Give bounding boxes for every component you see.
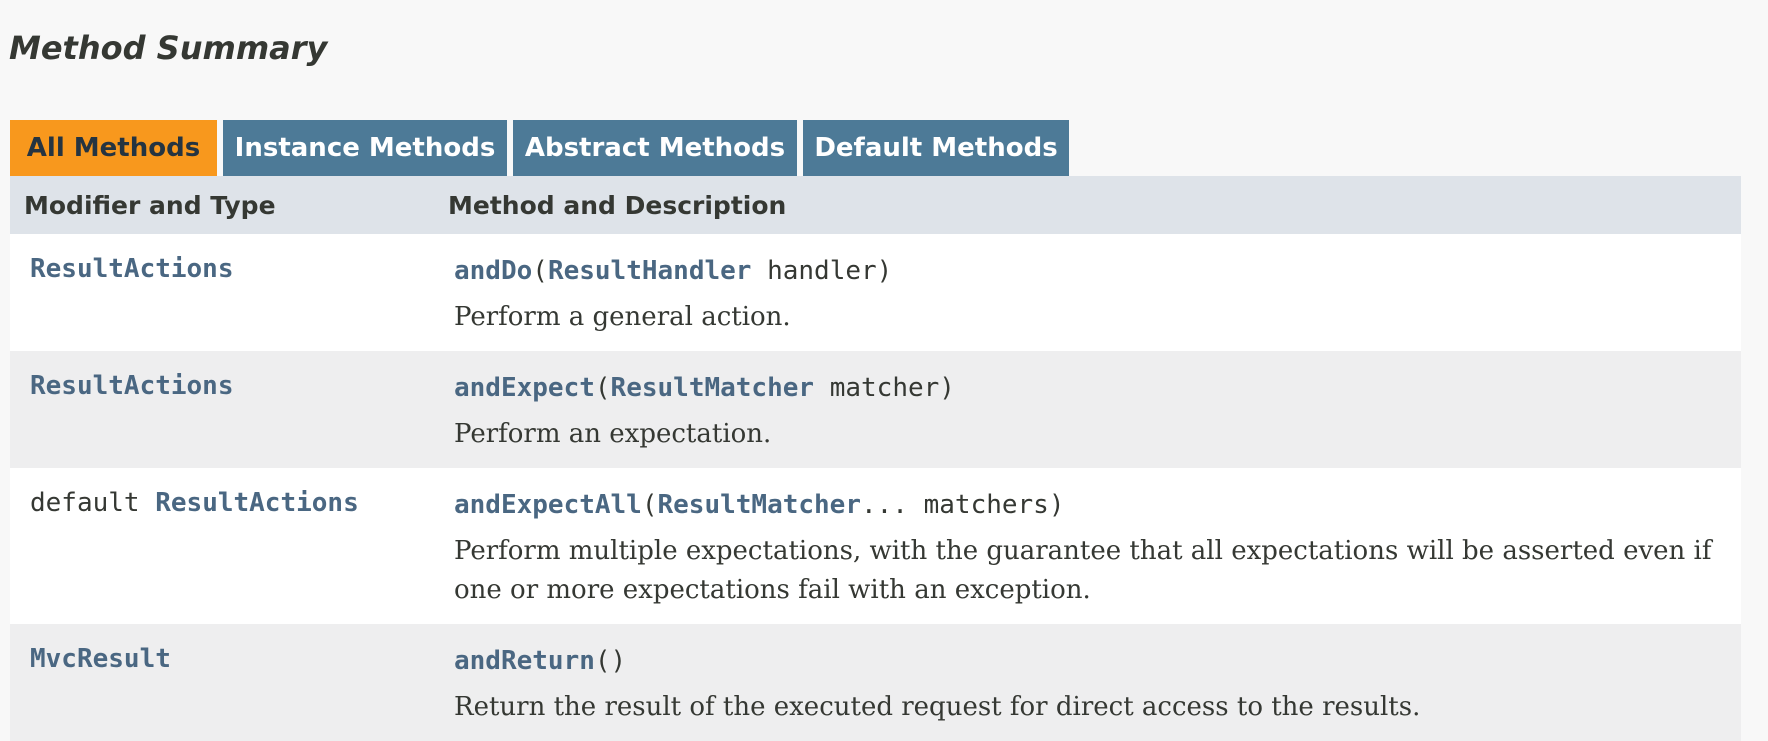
table-row: ResultActions andExpect(ResultMatcher ma… [10, 351, 1741, 468]
method-summary-title: Method Summary [9, 29, 328, 67]
param-rest: ... matchers) [861, 490, 1065, 520]
method-signature: andExpectAll(ResultMatcher... matchers) [454, 488, 1721, 522]
modifier-type-header: Modifier and Type [10, 176, 448, 234]
table-row: default ResultActions andExpectAll(Resul… [10, 468, 1741, 624]
return-type-link[interactable]: ResultActions [155, 488, 359, 518]
method-summary-table: Modifier and Type Method and Description… [10, 176, 1741, 741]
method-description-cell: andExpect(ResultMatcher matcher) Perform… [448, 351, 1741, 468]
method-signature: andDo(ResultHandler handler) [454, 254, 1721, 288]
open-paren: ( [641, 490, 658, 520]
modifier-prefix: default [30, 488, 156, 518]
tab-abstract-methods[interactable]: Abstract Methods [513, 120, 797, 176]
method-name-link[interactable]: andDo [454, 256, 533, 286]
return-type-link[interactable]: ResultActions [30, 254, 234, 284]
open-paren: ( [532, 256, 548, 286]
method-name-link[interactable]: andReturn [454, 646, 595, 676]
tab-instance-methods[interactable]: Instance Methods [223, 120, 507, 176]
method-description-cell: andReturn() Return the result of the exe… [448, 624, 1741, 741]
modifier-type-cell: ResultActions [10, 234, 448, 351]
modifier-type-cell: default ResultActions [10, 468, 448, 624]
method-signature: andReturn() [454, 644, 1721, 678]
param-rest: matcher) [814, 373, 955, 403]
modifier-type-cell: ResultActions [10, 351, 448, 468]
param-rest: handler) [751, 256, 893, 286]
method-description: Perform an expectation. [454, 419, 772, 449]
method-signature: andExpect(ResultMatcher matcher) [454, 371, 1721, 405]
method-description-cell: andExpectAll(ResultMatcher... matchers) … [448, 468, 1741, 624]
return-type-link[interactable]: ResultActions [30, 371, 234, 401]
table-header-row: Modifier and Type Method and Description [10, 176, 1741, 234]
method-description-header: Method and Description [448, 176, 1741, 234]
table-row: ResultActions andDo(ResultHandler handle… [10, 234, 1741, 351]
empty-parens: () [594, 646, 627, 676]
method-description: Return the result of the executed reques… [454, 692, 1421, 722]
param-type-link[interactable]: ResultMatcher [657, 490, 862, 520]
method-filter-tabs: All Methods Instance Methods Abstract Me… [10, 120, 1075, 176]
open-paren: ( [594, 373, 611, 403]
method-description-cell: andDo(ResultHandler handler) Perform a g… [448, 234, 1741, 351]
param-type-link[interactable]: ResultHandler [547, 256, 752, 286]
tab-default-methods[interactable]: Default Methods [803, 120, 1069, 176]
param-type-link[interactable]: ResultMatcher [610, 373, 815, 403]
method-description: Perform a general action. [454, 302, 791, 332]
modifier-type-cell: MvcResult [10, 624, 448, 741]
tab-all-methods[interactable]: All Methods [10, 120, 217, 176]
method-name-link[interactable]: andExpectAll [454, 490, 642, 520]
method-name-link[interactable]: andExpect [454, 373, 595, 403]
return-type-link[interactable]: MvcResult [30, 644, 171, 674]
table-row: MvcResult andReturn() Return the result … [10, 624, 1741, 741]
method-description: Perform multiple expectations, with the … [454, 536, 1712, 605]
